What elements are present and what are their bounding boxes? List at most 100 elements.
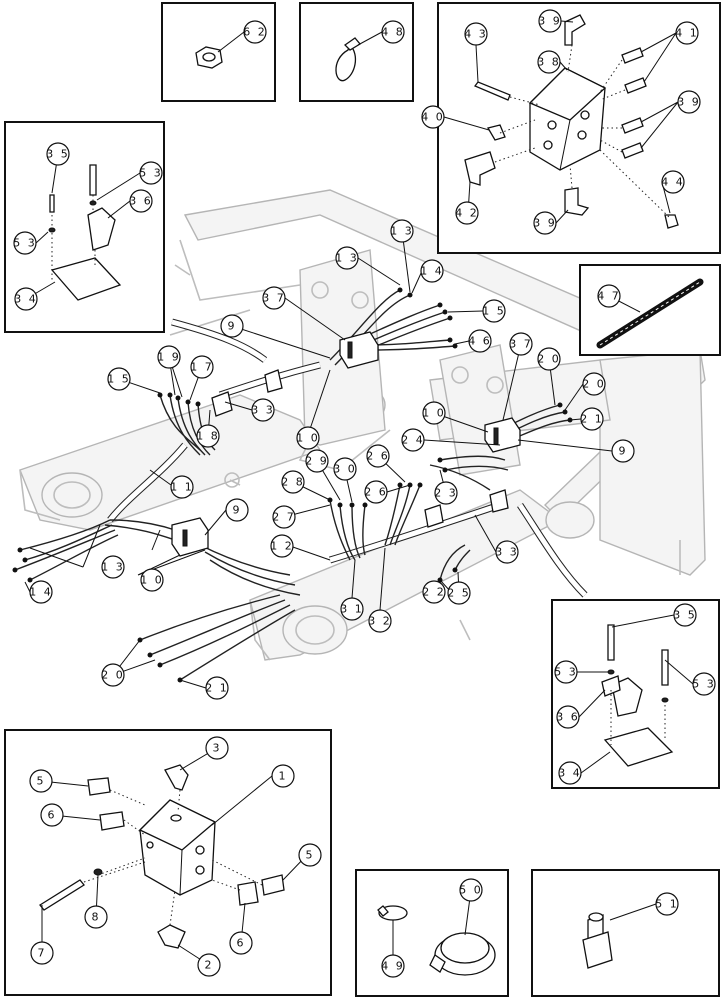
callout-38: 3 8 <box>537 50 561 74</box>
svg-text:3 3: 3 3 <box>251 404 275 417</box>
svg-text:1 4: 1 4 <box>29 586 53 599</box>
svg-text:1 3: 1 3 <box>335 252 359 265</box>
callout-53-right-a: 5 3 <box>554 660 578 684</box>
callout-36-left: 3 6 <box>129 189 153 213</box>
callout-11: 1 1 <box>170 475 194 499</box>
callout-37-a: 3 7 <box>262 286 286 310</box>
callout-33-b: 3 3 <box>495 540 519 564</box>
svg-text:5 0: 5 0 <box>459 884 483 897</box>
svg-text:5 3: 5 3 <box>692 678 716 691</box>
callout-62: 6 2 <box>243 20 267 44</box>
inset-grease-fitting <box>531 869 720 997</box>
callout-17: 1 7 <box>190 355 214 379</box>
callout-9-a: 9 <box>220 314 244 338</box>
svg-text:4 4: 4 4 <box>661 176 685 189</box>
callout-41: 4 1 <box>675 21 699 45</box>
svg-text:3 7: 3 7 <box>509 338 533 351</box>
callout-3: 3 <box>205 736 229 760</box>
callout-42: 4 2 <box>455 201 479 225</box>
callout-53-left-b: 5 3 <box>13 231 37 255</box>
svg-text:3 6: 3 6 <box>129 195 153 208</box>
svg-text:4 8: 4 8 <box>381 26 405 39</box>
callout-9-c: 9 <box>225 498 249 522</box>
svg-text:5 3: 5 3 <box>13 237 37 250</box>
svg-text:3: 3 <box>213 742 222 755</box>
inset-strap <box>299 2 414 102</box>
svg-text:9: 9 <box>233 504 242 517</box>
callout-20-a: 2 0 <box>537 347 561 371</box>
svg-text:6 2: 6 2 <box>243 26 267 39</box>
callout-35-right: 3 5 <box>673 603 697 627</box>
svg-text:1 7: 1 7 <box>190 361 214 374</box>
svg-text:5 3: 5 3 <box>139 167 163 180</box>
callout-39-top: 3 9 <box>538 9 562 33</box>
valve-block-upper <box>339 331 379 369</box>
svg-text:5: 5 <box>37 775 46 788</box>
svg-text:3 1: 3 1 <box>340 603 364 616</box>
svg-text:7: 7 <box>38 947 47 960</box>
hose-bundles <box>12 287 588 683</box>
svg-text:2 6: 2 6 <box>364 486 388 499</box>
svg-text:4 9: 4 9 <box>381 960 405 973</box>
callout-21-b: 2 1 <box>205 676 229 700</box>
callout-21-a: 2 1 <box>580 407 604 431</box>
svg-text:3 4: 3 4 <box>14 293 38 306</box>
callout-51: 5 1 <box>655 892 679 916</box>
svg-text:2 5: 2 5 <box>447 587 471 600</box>
svg-text:3 0: 3 0 <box>333 463 357 476</box>
callout-18: 1 8 <box>196 424 220 448</box>
callout-47: 4 7 <box>597 284 621 308</box>
inset-hose-clamps <box>355 869 509 997</box>
callout-30: 3 0 <box>333 457 357 481</box>
svg-text:8: 8 <box>92 911 101 924</box>
callout-9-b: 9 <box>611 439 635 463</box>
callout-5-right: 5 <box>298 843 322 867</box>
callout-24: 2 4 <box>401 428 425 452</box>
valve-block-left <box>171 517 209 557</box>
svg-text:1 8: 1 8 <box>196 430 220 443</box>
svg-text:1 9: 1 9 <box>157 351 181 364</box>
callout-14-b: 1 4 <box>29 580 53 604</box>
svg-text:9: 9 <box>228 320 237 333</box>
callout-48: 4 8 <box>381 20 405 44</box>
callout-12: 1 2 <box>270 534 294 558</box>
svg-text:3 6: 3 6 <box>556 711 580 724</box>
svg-text:3 8: 3 8 <box>537 56 561 69</box>
svg-text:1 3: 1 3 <box>390 225 414 238</box>
svg-text:3 9: 3 9 <box>533 217 557 230</box>
svg-text:4 6: 4 6 <box>468 335 492 348</box>
callout-23: 2 3 <box>434 481 458 505</box>
callout-14-a: 1 4 <box>420 259 444 283</box>
inset-plate-right <box>551 599 720 789</box>
callout-39-right: 3 9 <box>677 90 701 114</box>
callout-22: 2 2 <box>422 580 446 604</box>
svg-text:2 6: 2 6 <box>366 450 390 463</box>
svg-text:1 0: 1 0 <box>422 407 446 420</box>
svg-text:6: 6 <box>48 809 57 822</box>
inset-valve-block-top <box>437 2 721 254</box>
svg-text:3 7: 3 7 <box>262 292 286 305</box>
svg-text:2 1: 2 1 <box>205 682 229 695</box>
svg-text:4 3: 4 3 <box>464 28 488 41</box>
callout-10-a: 1 0 <box>296 426 320 450</box>
callout-13-b: 1 3 <box>390 219 414 243</box>
svg-text:1 5: 1 5 <box>107 373 131 386</box>
callout-53-right-b: 5 3 <box>692 672 716 696</box>
svg-text:5 3: 5 3 <box>554 666 578 679</box>
callout-49: 4 9 <box>381 954 405 978</box>
svg-text:6: 6 <box>237 937 246 950</box>
callout-15-b: 1 5 <box>107 367 131 391</box>
svg-text:3 5: 3 5 <box>673 609 697 622</box>
svg-text:2: 2 <box>205 959 214 972</box>
svg-text:5: 5 <box>306 849 315 862</box>
svg-text:2 0: 2 0 <box>582 378 606 391</box>
callout-2: 2 <box>197 953 221 977</box>
callout-6-left: 6 <box>40 803 64 827</box>
svg-text:2 1: 2 1 <box>580 413 604 426</box>
svg-text:2 0: 2 0 <box>101 669 125 682</box>
svg-text:4 1: 4 1 <box>675 27 699 40</box>
svg-text:1 2: 1 2 <box>270 540 294 553</box>
svg-text:3 4: 3 4 <box>558 767 582 780</box>
callout-27: 2 7 <box>272 505 296 529</box>
